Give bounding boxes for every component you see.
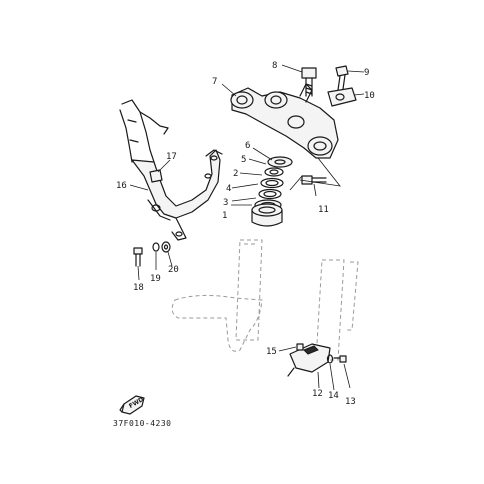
callout-15: 15	[266, 347, 277, 357]
callout-11: 11	[318, 205, 329, 215]
callout-16: 16	[116, 181, 127, 191]
callout-labels: 1 2 3 4 5 6 7 8 9 10 11 12 13 14 15 16 1…	[116, 61, 375, 407]
callout-10: 10	[364, 91, 375, 101]
washer-19	[152, 242, 160, 252]
meter-stay-16	[119, 99, 223, 241]
callout-20: 20	[168, 265, 179, 275]
bolt-13	[333, 355, 347, 363]
fork-assembly-outline	[171, 239, 359, 361]
upper-bracket	[230, 83, 339, 159]
callout-5: 5	[241, 155, 246, 165]
bolt-9	[335, 65, 349, 91]
fwd-arrow-icon: FWD	[119, 395, 145, 415]
callout-9: 9	[364, 68, 369, 78]
callout-4: 4	[226, 184, 231, 194]
diagram-code: 37F010-4230	[113, 419, 171, 428]
cable-guide-12	[287, 343, 331, 377]
washer-14	[326, 354, 334, 364]
bolt-18	[133, 247, 143, 267]
callout-18: 18	[133, 283, 144, 293]
bolt-11	[301, 175, 327, 185]
holder-clamp-10	[327, 87, 357, 107]
plate-17	[149, 169, 163, 183]
nut-15	[296, 343, 304, 351]
leader-lines	[129, 64, 365, 391]
callout-13: 13	[345, 397, 356, 407]
callout-12: 12	[312, 389, 323, 399]
callout-7: 7	[212, 77, 217, 87]
callout-1: 1	[222, 211, 227, 221]
washer-20	[161, 241, 171, 253]
bolt-8	[301, 67, 317, 97]
callout-8: 8	[272, 61, 277, 71]
callout-6: 6	[245, 141, 250, 151]
callout-19: 19	[150, 274, 161, 284]
callout-14: 14	[328, 391, 339, 401]
callout-2: 2	[233, 169, 238, 179]
steering-stack	[251, 156, 293, 227]
callout-3: 3	[223, 198, 228, 208]
callout-17: 17	[166, 152, 177, 162]
